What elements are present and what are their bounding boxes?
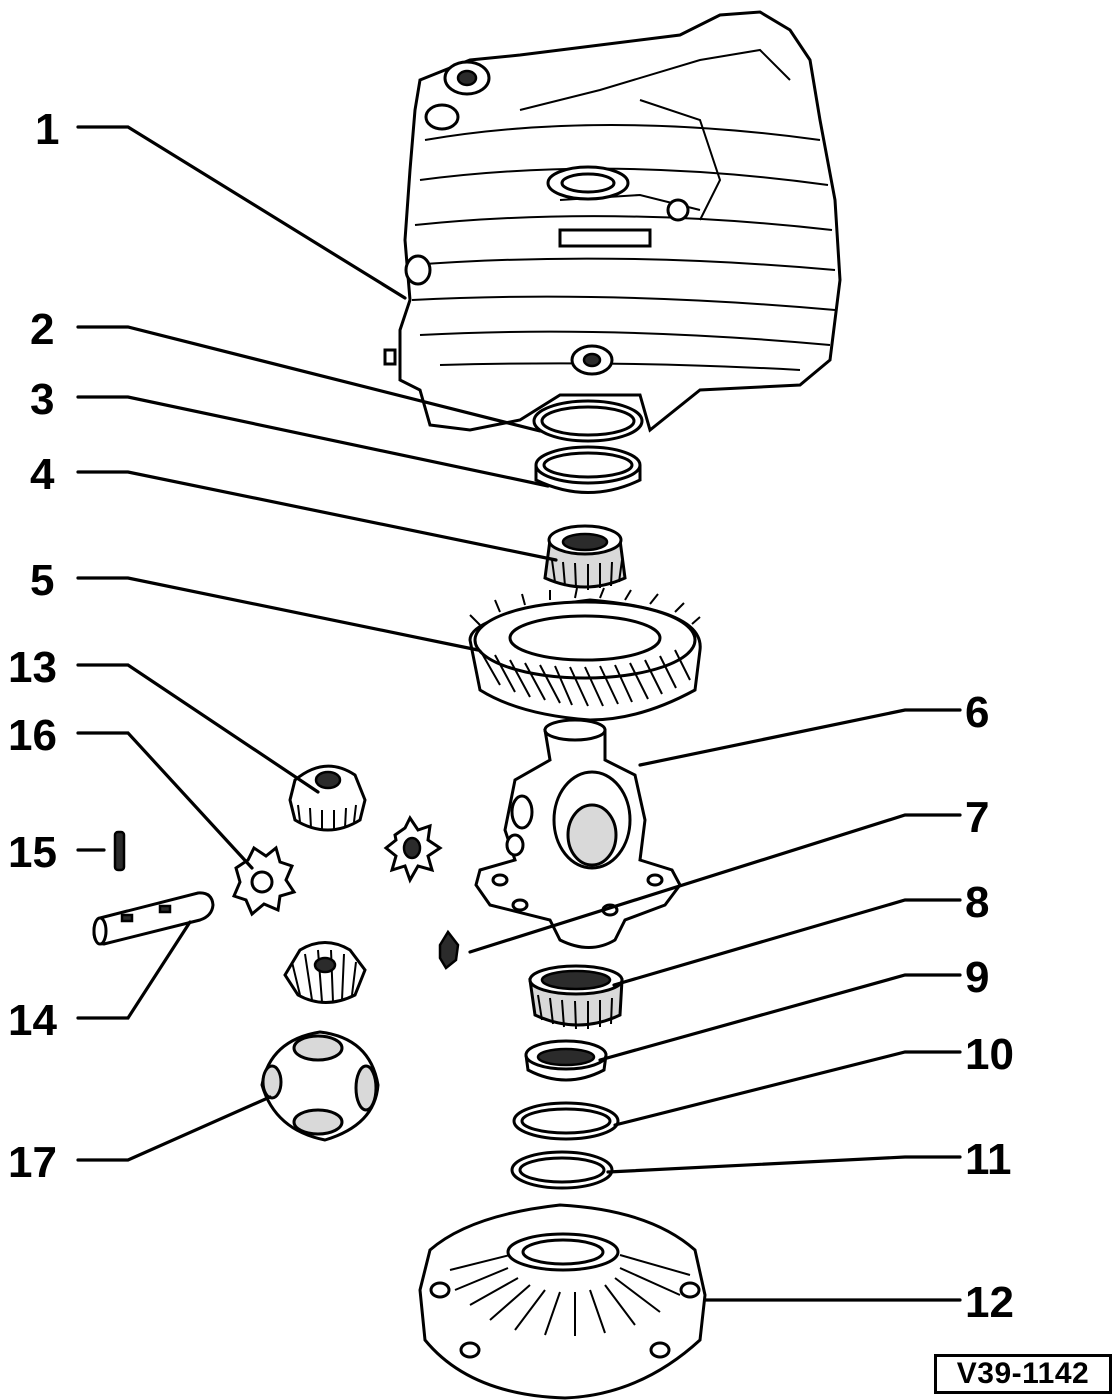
leader-10 bbox=[613, 1050, 962, 1127]
part-bevel-gear bbox=[283, 941, 367, 1004]
leader-8 bbox=[612, 898, 962, 987]
leader-9 bbox=[598, 973, 962, 1062]
part-spider-gear bbox=[383, 815, 443, 884]
callout-8: 8 bbox=[965, 878, 989, 927]
part-gear-16 bbox=[231, 845, 297, 917]
callout-16: 16 bbox=[8, 711, 57, 760]
part-ring-2 bbox=[532, 399, 644, 443]
leader-7 bbox=[468, 813, 962, 954]
leader-13 bbox=[76, 663, 320, 794]
leader-4 bbox=[76, 470, 558, 562]
callout-13: 13 bbox=[8, 643, 57, 692]
part-pin-15 bbox=[113, 830, 126, 872]
callout-5: 5 bbox=[30, 556, 54, 605]
part-shaft-14 bbox=[92, 891, 215, 946]
part-bolt-7 bbox=[438, 929, 460, 970]
leader-1 bbox=[76, 125, 407, 300]
callout-11: 11 bbox=[965, 1135, 1012, 1184]
leader-14 bbox=[76, 920, 192, 1020]
callout-6: 6 bbox=[965, 688, 989, 737]
callout-15: 15 bbox=[8, 828, 57, 877]
callout-9: 9 bbox=[965, 953, 989, 1002]
leader-lines bbox=[76, 125, 962, 1302]
callout-2: 2 bbox=[30, 305, 54, 354]
part-shim-10 bbox=[512, 1101, 620, 1141]
leader-6 bbox=[638, 708, 962, 767]
part-bearing-4 bbox=[543, 524, 627, 590]
callout-1: 1 bbox=[35, 105, 59, 154]
leader-3 bbox=[76, 395, 550, 488]
leader-2 bbox=[76, 325, 542, 433]
callout-labels: 1 2 3 4 5 6 7 8 9 10 11 12 13 14 15 16 1… bbox=[8, 105, 1014, 1327]
callout-14: 14 bbox=[8, 996, 57, 1045]
leader-5 bbox=[76, 576, 480, 652]
callout-17: 17 bbox=[8, 1138, 57, 1187]
part-cover-12 bbox=[418, 1203, 707, 1400]
callout-12: 12 bbox=[965, 1278, 1014, 1327]
callout-4: 4 bbox=[30, 450, 55, 499]
callout-3: 3 bbox=[30, 375, 54, 424]
figure-reference-code: V39-1142 bbox=[934, 1354, 1112, 1394]
part-ring-11 bbox=[510, 1150, 614, 1190]
part-housing bbox=[383, 10, 842, 433]
leader-11 bbox=[606, 1155, 962, 1174]
part-spider-17 bbox=[260, 1030, 380, 1142]
callout-10: 10 bbox=[965, 1030, 1014, 1079]
leader-16 bbox=[76, 731, 254, 870]
leader-17 bbox=[76, 1095, 272, 1162]
part-crown-wheel-5 bbox=[468, 587, 702, 722]
callout-7: 7 bbox=[965, 793, 989, 842]
part-diff-housing-6 bbox=[474, 718, 682, 949]
part-gear-13 bbox=[288, 764, 367, 832]
part-bearing-8 bbox=[528, 964, 624, 1030]
part-race-9 bbox=[524, 1039, 608, 1082]
part-ring-3 bbox=[534, 445, 642, 494]
